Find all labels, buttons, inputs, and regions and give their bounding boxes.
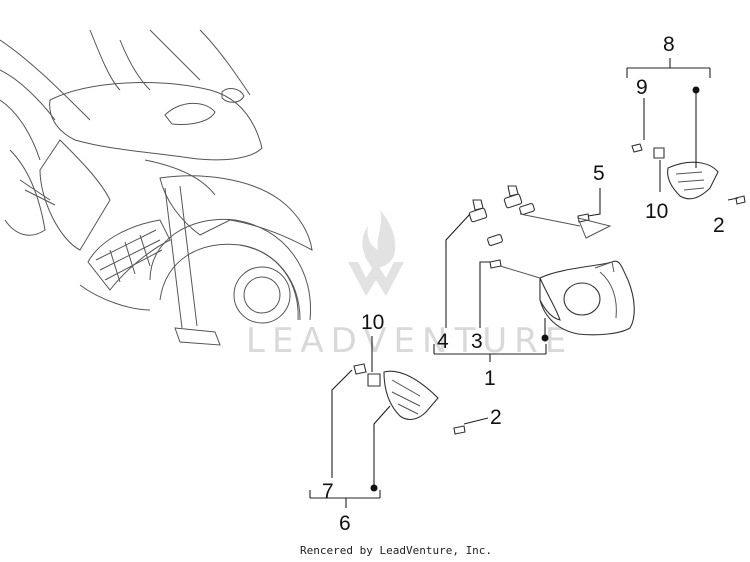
callout-2-right: 2 [713, 214, 725, 237]
assembly-guides [499, 213, 581, 279]
callout-numbers: 8 9 10 2 5 4 3 1 10 2 7 6 [322, 33, 725, 535]
callout-10-left: 10 [361, 311, 384, 334]
callout-3: 3 [471, 330, 483, 353]
screw-leader-hatch [577, 217, 612, 239]
turn-signal-left [353, 363, 466, 435]
callout-8: 8 [663, 33, 675, 56]
turn-signal-right [631, 143, 746, 205]
callout-9: 9 [636, 76, 648, 99]
small-bulb-icon [487, 203, 535, 246]
callout-1: 1 [484, 367, 496, 390]
callout-6: 6 [339, 512, 351, 535]
watermark-text: LEADVENTURE [246, 321, 573, 361]
leader-lines [309, 58, 739, 508]
callout-4: 4 [437, 330, 449, 353]
callout-2-left: 2 [490, 406, 502, 429]
callout-7: 7 [322, 480, 334, 503]
callout-10-right: 10 [645, 200, 668, 223]
watermark: LEADVENTURE [246, 210, 573, 361]
bulb-h2-icon [468, 199, 488, 223]
callout-5: 5 [593, 162, 605, 185]
flame-logo-icon [348, 210, 404, 296]
motorcycle-outline [0, 29, 313, 346]
assembly-markers [370, 86, 700, 492]
bulb-h1-icon [503, 185, 523, 209]
screw-icon [489, 213, 590, 269]
render-credit: Rencered by LeadVenture, Inc. [300, 544, 492, 557]
headlight-assembly [539, 260, 635, 336]
